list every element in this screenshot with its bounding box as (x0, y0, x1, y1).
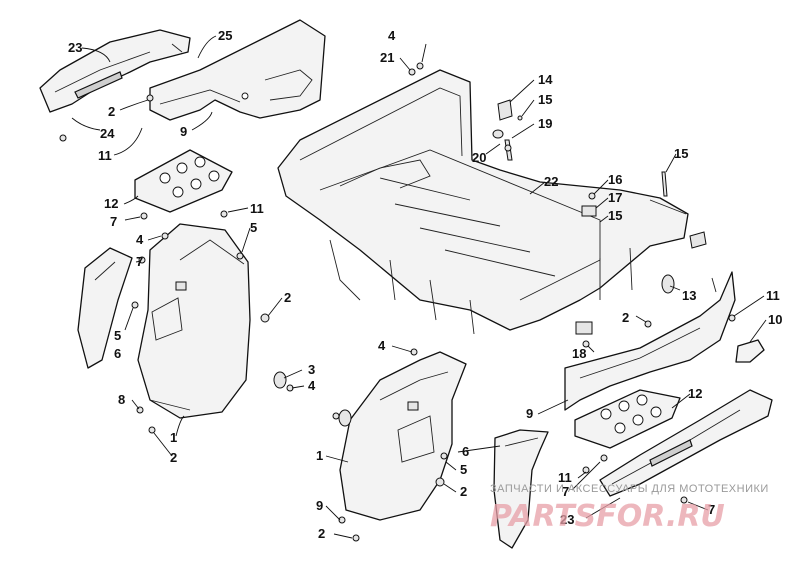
callout-12: 12 (688, 386, 702, 401)
inner-fender-left (149, 19, 326, 121)
fender-cover-left (39, 29, 191, 113)
callout-11: 11 (766, 288, 780, 303)
callout-2: 2 (622, 310, 629, 325)
fender-cover-right (599, 389, 773, 497)
callout-6: 6 (114, 346, 121, 361)
callout-5: 5 (114, 328, 121, 343)
bracket-10 (735, 339, 765, 363)
callout-4: 4 (388, 28, 396, 43)
callout-12: 12 (104, 196, 118, 211)
callout-23: 23 (68, 40, 82, 55)
callout-2: 2 (108, 104, 115, 119)
callout-25: 25 (218, 28, 232, 43)
callout-2: 2 (318, 526, 325, 541)
callout-10: 10 (768, 312, 782, 327)
callout-15: 15 (608, 208, 622, 223)
callout-14: 14 (538, 72, 553, 87)
callout-1: 1 (170, 430, 177, 445)
callout-11: 11 (98, 148, 112, 163)
callout-7: 7 (110, 214, 117, 229)
callout-15: 15 (674, 146, 688, 161)
callout-11: 11 (250, 201, 264, 216)
callout-18: 18 (572, 346, 586, 361)
callout-15: 15 (538, 92, 552, 107)
watermark: ЗАПЧАСТИ И АКСЕССУАРЫ ДЛЯ МОТОТЕХНИКИ PA… (490, 483, 769, 534)
callout-17: 17 (608, 190, 622, 205)
callout-20: 20 (472, 150, 486, 165)
callout-7: 7 (708, 502, 715, 517)
rear-fender-right (339, 351, 467, 521)
callout-2: 2 (170, 450, 177, 465)
callout-23: 23 (560, 512, 574, 527)
callout-7: 7 (136, 254, 143, 269)
callout-13: 13 (682, 288, 696, 303)
splash-panel-left (77, 247, 133, 369)
callout-labels: 23 25 2 9 24 11 12 7 11 4 5 7 2 5 6 3 4 … (68, 28, 782, 541)
callout-9: 9 (316, 498, 323, 513)
mud-flap-bracket-right (574, 389, 681, 449)
cargo-box (277, 69, 689, 335)
watermark-caption: ЗАПЧАСТИ И АКСЕССУАРЫ ДЛЯ МОТОТЕХНИКИ (490, 483, 769, 495)
leader-lines (71, 35, 767, 539)
callout-8: 8 (118, 392, 125, 407)
callout-7: 7 (562, 484, 569, 499)
callout-2: 2 (460, 484, 467, 499)
inner-fender-right (564, 271, 736, 411)
rear-fender-left (137, 223, 251, 419)
callout-1: 1 (316, 448, 323, 463)
mud-flap-bracket-left (134, 149, 233, 213)
watermark-logo: PARTSFOR.RU (490, 499, 725, 534)
callout-21: 21 (380, 50, 394, 65)
callout-16: 16 (608, 172, 622, 187)
hardware-items (59, 62, 736, 542)
callout-9: 9 (180, 124, 187, 139)
callout-4: 4 (136, 232, 144, 247)
callout-5: 5 (460, 462, 467, 477)
callout-2: 2 (284, 290, 291, 305)
callout-22: 22 (544, 174, 558, 189)
callout-5: 5 (250, 220, 257, 235)
splash-panel-right (493, 429, 549, 549)
callout-4: 4 (378, 338, 386, 353)
callout-9: 9 (526, 406, 533, 421)
callout-19: 19 (538, 116, 552, 131)
callout-4: 4 (308, 378, 316, 393)
callout-6: 6 (462, 444, 469, 459)
callout-3: 3 (308, 362, 315, 377)
callout-24: 24 (100, 126, 115, 141)
callout-11: 11 (558, 470, 572, 485)
